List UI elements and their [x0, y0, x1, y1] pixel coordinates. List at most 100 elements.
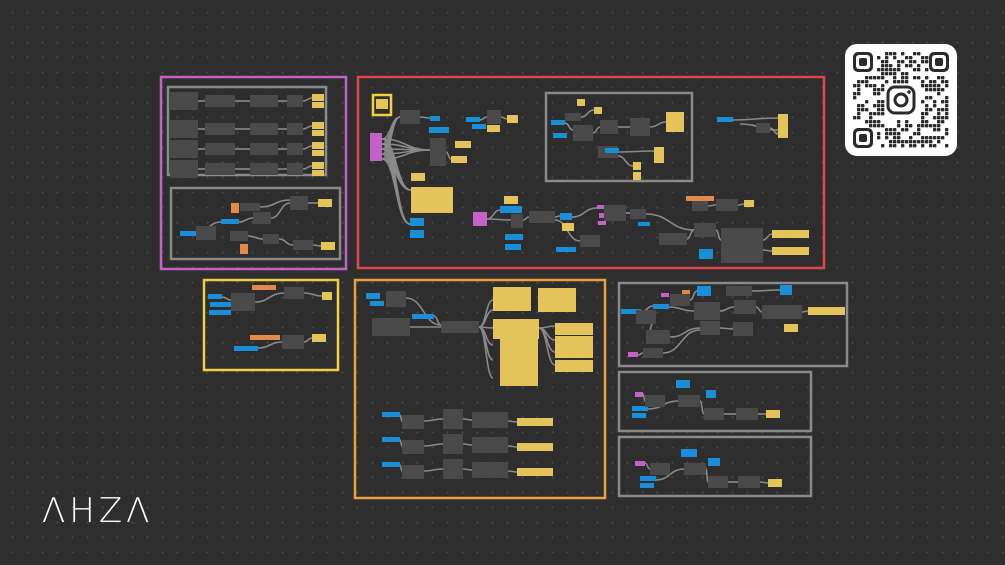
- qr-module: [893, 56, 897, 60]
- wire: [419, 116, 431, 119]
- qr-module: [877, 108, 881, 112]
- output-node: [555, 336, 593, 346]
- node: [205, 95, 235, 107]
- instagram-icon: [885, 84, 917, 116]
- qr-code[interactable]: [845, 44, 957, 156]
- qr-module: [945, 84, 949, 88]
- output-node: [312, 150, 324, 156]
- input-node: [370, 301, 384, 306]
- input-node: [676, 380, 690, 388]
- input-node: [560, 213, 572, 220]
- qr-module: [917, 132, 921, 136]
- brand-logo: ΛHZΛ: [42, 491, 154, 531]
- qr-module: [937, 128, 941, 132]
- input-node: [632, 413, 646, 418]
- qr-module: [933, 104, 937, 108]
- wires: [195, 97, 809, 484]
- node: [282, 335, 304, 349]
- qr-module: [877, 104, 881, 108]
- node: [511, 214, 523, 228]
- qr-module: [889, 64, 893, 68]
- input-node: [472, 124, 486, 129]
- input-node: [505, 234, 523, 240]
- wire: [705, 468, 709, 483]
- qr-module: [917, 76, 921, 80]
- node: [287, 143, 303, 155]
- qr-module: [921, 116, 925, 120]
- qr-module: [865, 100, 869, 104]
- qr-module: [937, 124, 941, 128]
- qr-module: [901, 140, 905, 144]
- input-node: [640, 476, 656, 481]
- qr-module: [881, 76, 885, 80]
- qr-module: [905, 64, 909, 68]
- qr-module: [885, 68, 889, 72]
- qr-module: [861, 108, 865, 112]
- wire: [751, 289, 781, 292]
- node: [170, 92, 198, 110]
- qr-module: [885, 52, 889, 56]
- node: [402, 465, 424, 479]
- wire: [479, 116, 488, 121]
- qr-module: [873, 88, 877, 92]
- qr-module: [877, 88, 881, 92]
- node: [441, 321, 479, 333]
- qr-module: [857, 108, 861, 112]
- node: [402, 440, 424, 454]
- node: [250, 123, 278, 135]
- node: [636, 310, 656, 324]
- warning-node: [682, 290, 690, 295]
- input-node: [382, 412, 400, 417]
- qr-module: [929, 136, 933, 140]
- wire: [522, 216, 530, 221]
- qr-module: [917, 140, 921, 144]
- parameter-node: [597, 205, 609, 209]
- qr-module: [857, 112, 861, 116]
- qr-module: [941, 76, 945, 80]
- node: [386, 291, 406, 307]
- group-frame-gray-1: [617, 281, 849, 368]
- qr-module: [897, 132, 901, 136]
- qr-module: [881, 104, 885, 108]
- node: [580, 235, 600, 247]
- qr-module: [893, 140, 897, 144]
- qr-module: [893, 76, 897, 80]
- node: [205, 163, 235, 175]
- qr-module: [937, 92, 941, 96]
- qr-module: [857, 104, 861, 108]
- qr-module: [885, 56, 889, 60]
- wire: [423, 418, 444, 422]
- qr-module: [893, 128, 897, 132]
- qr-module: [929, 108, 933, 112]
- qr-module: [857, 92, 861, 96]
- qr-module: [941, 136, 945, 140]
- qr-module: [941, 88, 945, 92]
- qr-module: [901, 52, 905, 56]
- qr-module: [861, 80, 865, 84]
- qr-module: [893, 132, 897, 136]
- qr-module: [905, 120, 909, 124]
- qr-module: [889, 72, 893, 76]
- output-node: [633, 162, 641, 170]
- qr-module: [909, 56, 913, 60]
- qr-module: [901, 80, 905, 84]
- wire: [769, 127, 779, 135]
- node: [430, 138, 446, 166]
- wire: [486, 218, 512, 221]
- qr-module: [877, 132, 881, 136]
- qr-module: [877, 68, 881, 72]
- wire: [732, 117, 779, 121]
- qr-module: [937, 112, 941, 116]
- output-node: [654, 155, 664, 163]
- node: [284, 287, 304, 299]
- qr-module: [893, 52, 897, 56]
- input-node: [605, 148, 619, 153]
- output-node: [744, 200, 754, 207]
- qr-module: [937, 88, 941, 92]
- qr-module: [933, 124, 937, 128]
- wire: [637, 352, 644, 356]
- qr-finder-bottom-left: [853, 128, 873, 148]
- node: [600, 120, 618, 134]
- node: [529, 211, 555, 223]
